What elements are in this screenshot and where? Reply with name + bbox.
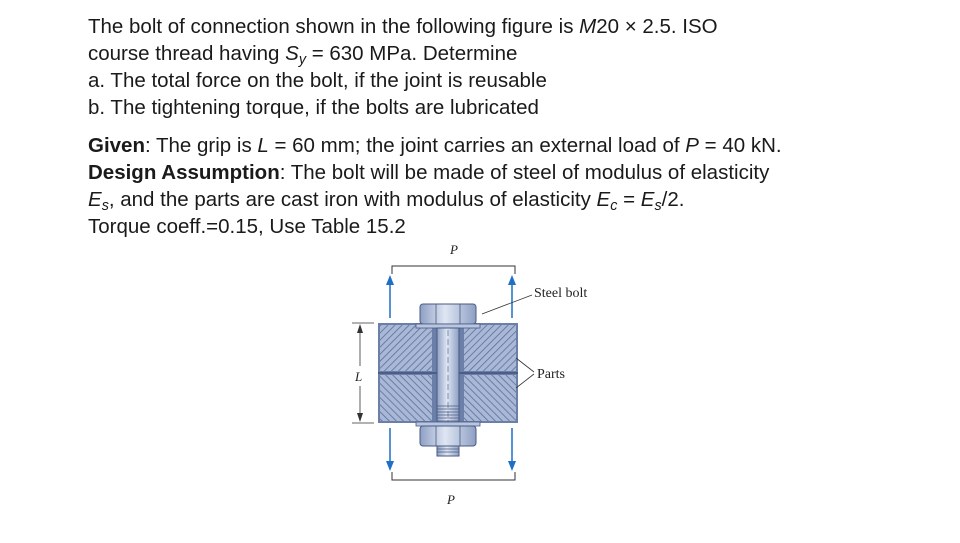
grip-arrow-up-icon	[357, 324, 363, 333]
top-plate-right-hatch	[464, 325, 516, 371]
torque-coefficient-line: Torque coeff.=0.15, Use Table 15.2	[88, 215, 406, 238]
design-assumption-line: Design Assumption: The bolt will be made…	[88, 161, 770, 184]
bolted-joint-figure: P	[340, 238, 620, 538]
bolt-tip-thread	[437, 448, 459, 453]
given-line: Given: The grip is L = 60 mm; the joint …	[88, 134, 782, 157]
label-grip: L	[354, 369, 362, 384]
problem-line-1: The bolt of connection shown in the foll…	[88, 15, 718, 38]
top-washer	[415, 323, 481, 329]
question-b: b. The tightening torque, if the bolts a…	[88, 96, 539, 119]
bolt-head	[419, 303, 477, 325]
modulus-line: Es, and the parts are cast iron with mod…	[88, 188, 685, 214]
steel-bolt-leader	[481, 294, 533, 315]
bottom-washer	[415, 421, 481, 427]
nut	[419, 425, 477, 447]
parts-leader-upper	[515, 357, 535, 373]
bottom-plate-right-hatch	[464, 375, 516, 421]
bottom-left-arrow-icon	[386, 461, 394, 471]
bottom-plate-left-hatch	[380, 375, 432, 421]
label-bottom-load: P	[446, 492, 455, 507]
grip-arrow-down-icon	[357, 413, 363, 422]
bolted-joint-diagram: P	[352, 242, 587, 507]
top-brace	[391, 265, 516, 274]
parts-leader-lower	[515, 373, 535, 389]
label-parts: Parts	[537, 367, 565, 382]
bolt-thread	[437, 405, 459, 422]
top-plate-left-hatch	[380, 325, 432, 371]
question-a: a. The total force on the bolt, if the j…	[88, 69, 547, 92]
label-steel-bolt: Steel bolt	[534, 286, 587, 301]
problem-line-2: course thread having Sy = 630 MPa. Deter…	[88, 42, 518, 68]
problem-statement: The bolt of connection shown in the foll…	[88, 13, 888, 121]
bottom-brace	[391, 472, 516, 481]
top-right-arrow-icon	[508, 275, 516, 285]
label-top-load: P	[449, 242, 458, 257]
top-left-arrow-icon	[386, 275, 394, 285]
bolt-tip	[436, 445, 460, 457]
given-section: Given: The grip is L = 60 mm; the joint …	[88, 132, 908, 240]
bottom-right-arrow-icon	[508, 461, 516, 471]
